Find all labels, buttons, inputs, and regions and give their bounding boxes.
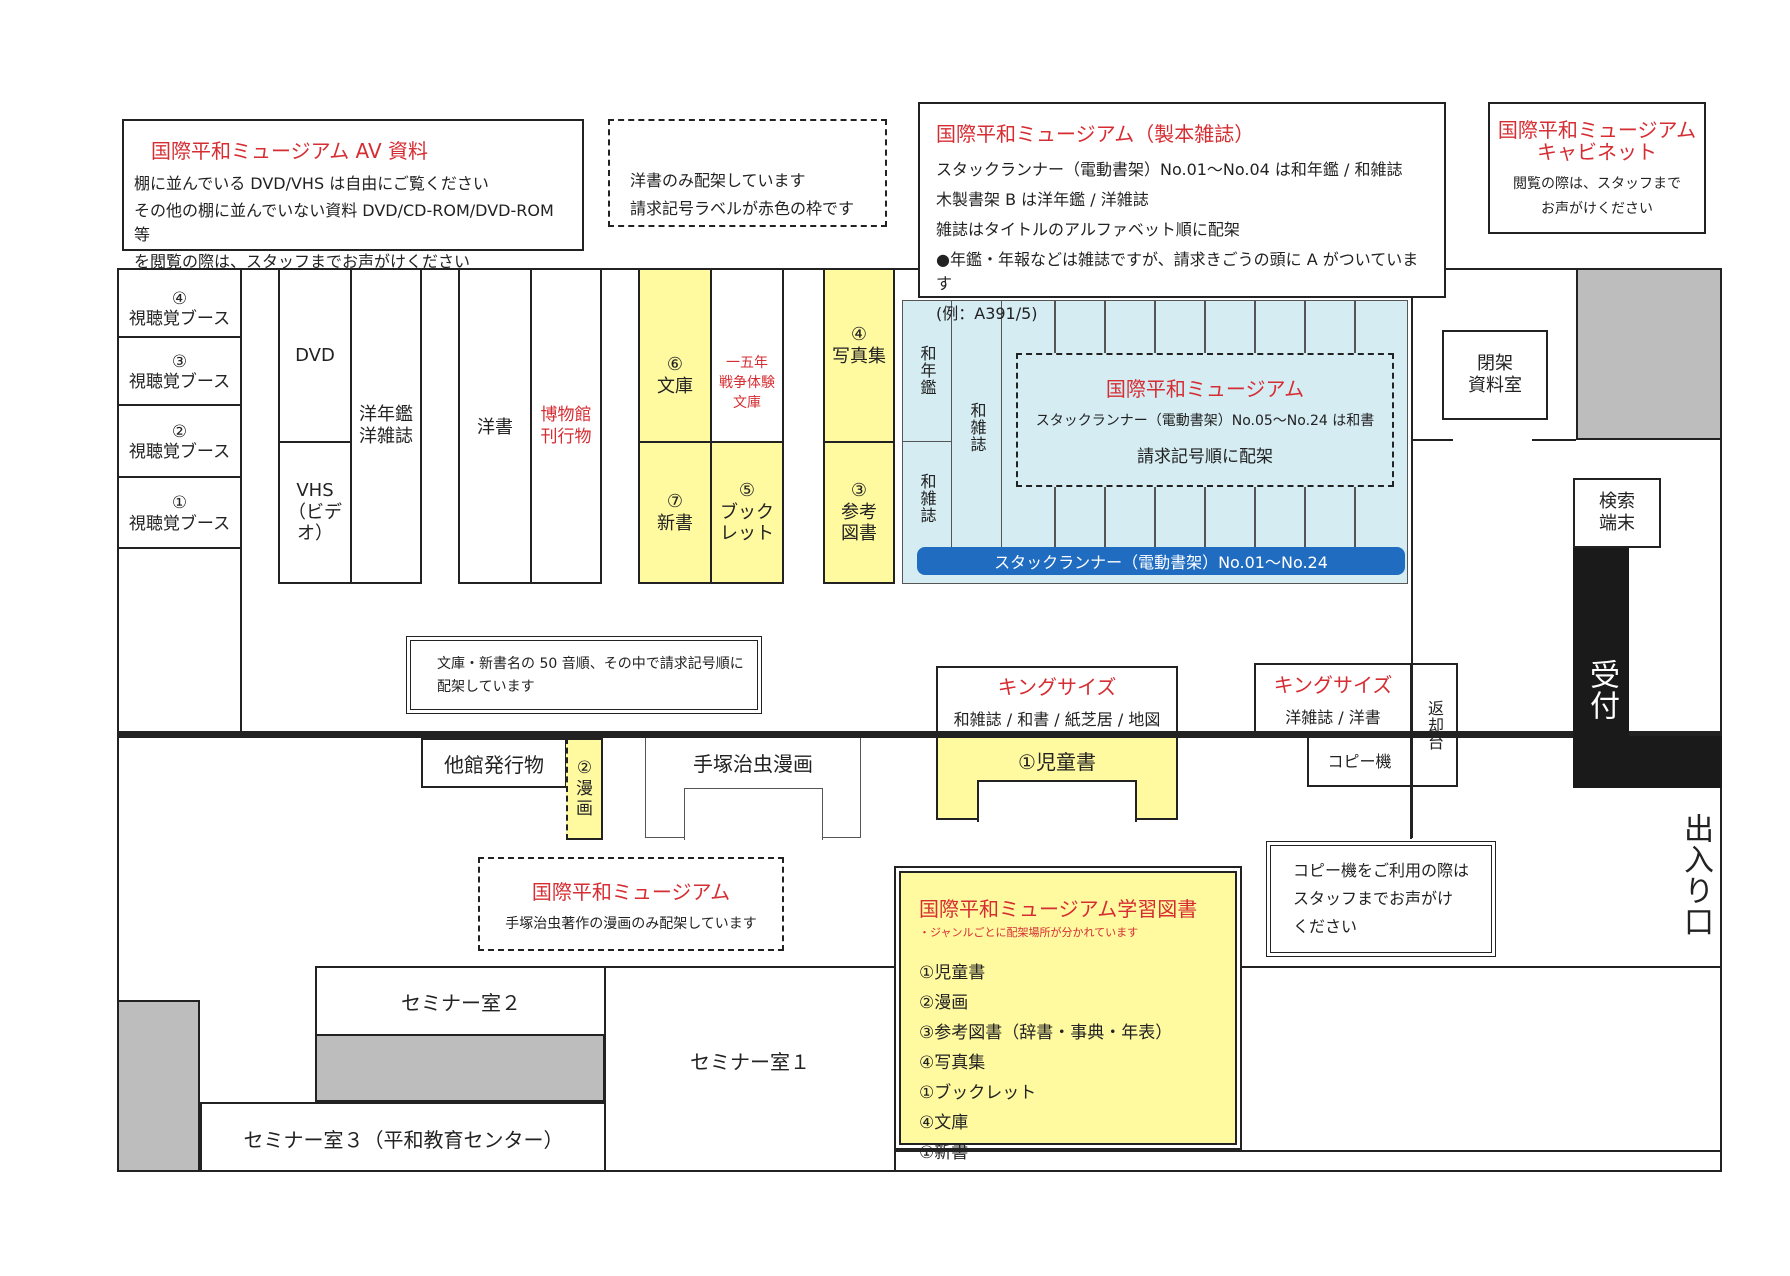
stack-runner-note: 国際平和ミュージアム スタックランナー（電動書架）No.05～No.24 は和書…	[1016, 353, 1394, 487]
right-wall	[1411, 268, 1413, 838]
bottom-mid-line	[894, 1150, 1722, 1152]
copy-machine[interactable]: コピー機	[1307, 733, 1412, 787]
av-info-title: 国際平和ミュージアム AV 資料	[151, 139, 428, 163]
av-booth-2[interactable]: ② 視聴覚ブース	[117, 408, 242, 478]
av-info-line: を閲覧の際は、スタッフまでお声がけください	[134, 252, 471, 271]
shelf-western-yearbook[interactable]: 洋年鑑 洋雑誌	[350, 268, 422, 584]
reception-counter-base	[1573, 736, 1722, 788]
main-divider	[117, 731, 1722, 738]
learning-books-item: ①ブックレット	[919, 1083, 1037, 1103]
seminar-room-2[interactable]: セミナー室２	[315, 968, 605, 1034]
learning-books-box: 国際平和ミュージアム学習図書 ・ジャンルごとに配架場所が分かれています ①児童書…	[894, 866, 1242, 1163]
bound-magazine-line: ●年鑑・年報などは雑誌ですが、請求きごうの頭に A がついています	[936, 250, 1419, 293]
av-booth-1[interactable]: ① 視聴覚ブース	[117, 480, 242, 549]
cabinet-title: 国際平和ミュージアム キャビネット	[1497, 117, 1697, 164]
shelf-reference-3[interactable]: ③ 参考 図書	[823, 441, 895, 584]
shelf-booklet-5[interactable]: ⑤ ブック レット	[710, 441, 784, 584]
reception-label: 受付	[1584, 659, 1619, 721]
tezuka-shelf-label: 手塚治虫漫画	[693, 751, 813, 776]
shelf-manga-2[interactable]: ② 漫 画	[566, 738, 603, 840]
shelf-museum-publications[interactable]: 博物館 刊行物	[530, 268, 602, 584]
copy-note-text: コピー機をご利用の際は スタッフまでお声がけ ください	[1292, 861, 1469, 936]
king-size-title: キングサイズ	[997, 674, 1117, 699]
seminar-room-1[interactable]: セミナー室１	[690, 1049, 810, 1074]
western-info-box: 洋書のみ配架しています 請求記号ラベルが赤色の枠です	[608, 119, 887, 227]
bunko-note-text: 文庫・新書名の 50 音順、その中で請求記号順に 配架しています	[437, 656, 744, 696]
tezuka-note-title: 国際平和ミュージアム	[531, 879, 731, 904]
learning-books-sub: ・ジャンルごとに配架場所が分かれています	[919, 926, 1139, 939]
king-size-sub: 和雑誌 / 和書 / 紙芝居 / 地図	[953, 709, 1161, 729]
shelf-bunko-6[interactable]: ⑥ 文庫	[638, 268, 712, 443]
shelf-war-experience[interactable]: 一五年 戦争体験 文庫	[710, 268, 784, 443]
closed-room-line	[1532, 439, 1576, 441]
bound-magazine-line: 雑誌はタイトルのアルファベット順に配架	[936, 220, 1240, 239]
learning-books-item: ③参考図書（辞書・事典・年表）	[919, 1023, 1173, 1043]
return-wall-line	[1410, 787, 1412, 839]
tezuka-shelf[interactable]	[645, 738, 861, 840]
learning-books-item: ②漫画	[919, 993, 969, 1013]
closed-archive-room[interactable]: 閉架 資料室	[1442, 330, 1548, 420]
seminar-room-3[interactable]: セミナー室３（平和教育センター）	[200, 1102, 605, 1172]
bound-magazine-info-box: 国際平和ミュージアム（製本雑誌） スタックランナー（電動書架）No.01～No.…	[918, 102, 1446, 323]
bound-magazine-title: 国際平和ミュージアム（製本雑誌）	[936, 122, 1255, 146]
copy-note-box: コピー機をご利用の際は スタッフまでお声がけ ください	[1266, 841, 1496, 957]
search-terminal[interactable]: 検索 端末	[1573, 478, 1661, 548]
cabinet-line: 閲覧の際は、スタッフまで	[1513, 175, 1681, 192]
learning-books-title: 国際平和ミュージアム学習図書	[919, 897, 1198, 921]
king-size-japanese[interactable]: キングサイズ 和雑誌 / 和書 / 紙芝居 / 地図	[936, 666, 1178, 734]
tezuka-note-sub: 手塚治虫著作の漫画のみ配架しています	[505, 915, 757, 932]
av-info-box: 国際平和ミュージアム AV 資料 棚に並んでいる DVD/VHS は自由にご覧く…	[122, 119, 584, 271]
shelf-western-books[interactable]: 洋書	[458, 268, 532, 584]
gray-block-top-right	[1576, 268, 1722, 440]
entrance-label: 出入り口	[1678, 813, 1713, 937]
seminar-top-line-right	[1240, 966, 1722, 968]
tezuka-note-box: 国際平和ミュージアム 手塚治虫著作の漫画のみ配架しています	[478, 857, 784, 951]
closed-room-line	[1411, 439, 1453, 441]
king-size-western[interactable]: キングサイズ 洋雑誌 / 洋書	[1254, 663, 1412, 734]
stack-runner-order: 請求記号順に配架	[1137, 447, 1273, 467]
shelf-japanese-magazines-a[interactable]: 和雑誌	[902, 442, 952, 555]
shelf-photo-4[interactable]: ④ 写真集	[823, 268, 895, 443]
gray-block-left	[117, 1000, 200, 1172]
bound-magazine-line: 木製書架 B は洋年鑑 / 洋雑誌	[936, 190, 1149, 209]
shelf-shinsho-7[interactable]: ⑦ 新書	[638, 441, 712, 584]
shelf-japanese-magazines-b[interactable]: 和雑誌	[952, 300, 1002, 555]
childrens-books-label: ①児童書	[1018, 749, 1096, 774]
stack-runner-title: 国際平和ミュージアム	[1105, 377, 1305, 401]
shelf-dvd[interactable]: DVD	[278, 268, 352, 443]
av-booth-3[interactable]: ③ 視聴覚ブース	[117, 340, 242, 406]
western-info-line: 洋書のみ配架しています	[630, 171, 806, 190]
bound-magazine-line: (例：A391/5)	[936, 304, 1038, 323]
av-info-line: その他の棚に並んでいない資料 DVD/CD-ROM/DVD-ROM 等	[134, 201, 554, 244]
shelf-vhs[interactable]: VHS （ビデオ）	[278, 441, 352, 584]
bound-magazine-line: スタックランナー（電動書架）No.01～No.04 は和年鑑 / 和雑誌	[936, 160, 1403, 179]
av-booth-4[interactable]: ④ 視聴覚ブース	[117, 282, 242, 338]
av-info-line: 棚に並んでいる DVD/VHS は自由にご覧ください	[134, 174, 489, 193]
cabinet-line: お声がけください	[1541, 200, 1653, 217]
stack-runner-sub: スタックランナー（電動書架）No.05～No.24 は和書	[1035, 413, 1375, 429]
learning-books-item: ①児童書	[919, 963, 986, 983]
learning-books-item: ④写真集	[919, 1053, 986, 1073]
booth-wall	[240, 268, 242, 734]
bunko-note-box: 文庫・新書名の 50 音順、その中で請求記号順に 配架しています	[406, 636, 762, 714]
childrens-books-shelf[interactable]	[936, 738, 1178, 822]
king-size-title: キングサイズ	[1273, 673, 1393, 697]
return-desk[interactable]: 返却台	[1410, 663, 1458, 787]
shelf-japanese-yearbook[interactable]: 和年鑑	[902, 300, 952, 442]
king-size-sub: 洋雑誌 / 洋書	[1285, 708, 1381, 727]
gray-block-seminar	[315, 1034, 605, 1102]
learning-books-item: ④文庫	[919, 1113, 969, 1133]
western-info-line: 請求記号ラベルが赤色の枠です	[630, 199, 855, 218]
cabinet-info-box: 国際平和ミュージアム キャビネット 閲覧の際は、スタッフまで お声がけください	[1488, 102, 1706, 234]
stack-runner-bar[interactable]: スタックランナー（電動書架）No.01～No.24	[917, 547, 1405, 575]
learning-books-item: ①新書	[919, 1143, 969, 1163]
other-library-publications[interactable]: 他館発行物	[421, 738, 567, 788]
